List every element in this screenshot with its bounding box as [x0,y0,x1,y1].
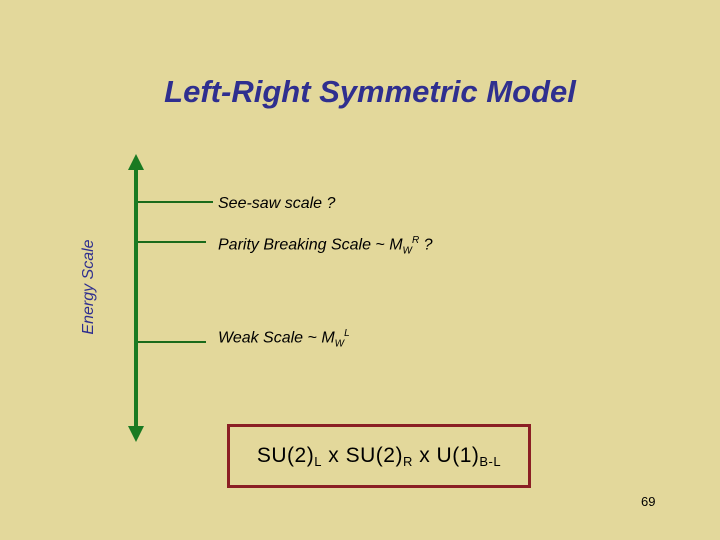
seesaw-scale-label: See-saw scale ? [218,195,336,212]
page-number: 69 [641,494,656,509]
parity-breaking-scale-label: Parity Breaking Scale ~ MWR ? [218,235,433,257]
slide-title: Left-Right Symmetric Model [164,74,576,109]
weak-scale-label: Weak Scale ~ MWL [218,328,350,350]
gauge-group-box: SU(2)L x SU(2)R x U(1)B-L [227,424,531,488]
